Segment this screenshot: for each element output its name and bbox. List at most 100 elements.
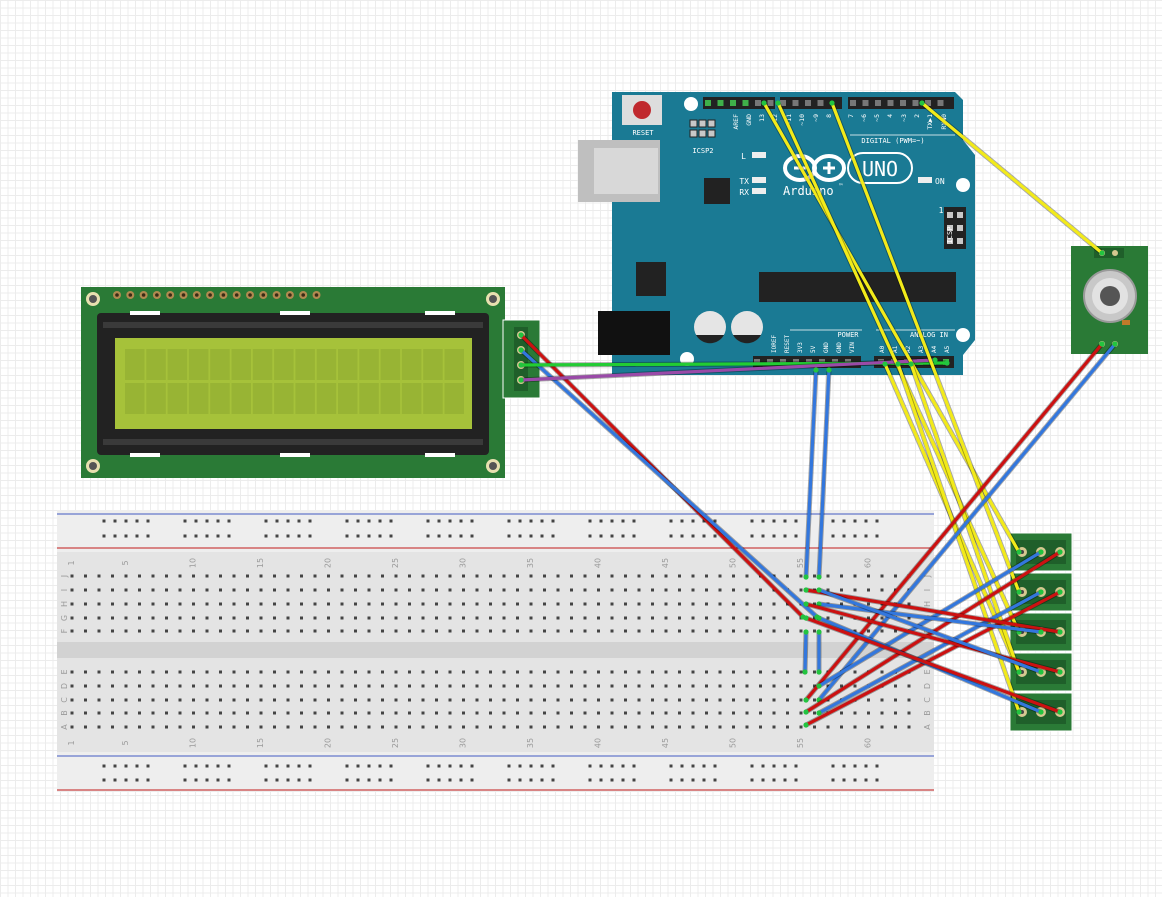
lcd-pin-hole [274, 293, 279, 297]
breadboard-hole [691, 629, 695, 633]
lcd-cell [188, 383, 209, 414]
breadboard-hole [259, 629, 263, 633]
breadboard-hole [826, 574, 830, 578]
breadboard-hole [853, 574, 857, 578]
breadboard-hole [138, 725, 141, 729]
breadboard-hole [761, 534, 765, 538]
breadboard-hole [97, 670, 101, 674]
wire-end [932, 357, 938, 363]
breadboard-hole [518, 778, 522, 782]
breadboard-hole [842, 778, 846, 782]
breadboard-hole [151, 670, 155, 674]
breadboard-hole [637, 670, 641, 674]
breadboard-hole [691, 519, 695, 523]
breadboard-hole [556, 616, 560, 620]
breadboard-hole [462, 684, 465, 688]
wire-red-module-vcc [804, 588, 1062, 634]
wire-end [1016, 669, 1022, 675]
breadboard-hole [421, 711, 425, 715]
breadboard-hole [583, 725, 587, 729]
breadboard-hole [705, 711, 708, 715]
breadboard-hole [610, 574, 614, 578]
breadboard-hole [435, 711, 438, 715]
breadboard-hole [354, 588, 357, 592]
breadboard-hole [273, 574, 276, 578]
lcd-pin-hole [195, 293, 199, 297]
breadboard-hole [275, 764, 279, 768]
lcd-module [81, 287, 541, 478]
breadboard-hole [610, 764, 614, 768]
column-number: 10 [189, 558, 198, 568]
breadboard-hole [470, 764, 474, 768]
breadboard-hole [340, 629, 344, 633]
breadboard-hole [470, 778, 474, 782]
breadboard-hole [516, 725, 519, 729]
breadboard-hole [502, 711, 506, 715]
breadboard-hole [556, 684, 560, 688]
wire-end [1038, 589, 1044, 595]
breadboard-hole [583, 670, 587, 674]
breadboard-hole [772, 711, 776, 715]
breadboard-hole [745, 698, 749, 702]
brand-label: Arduino [783, 184, 834, 198]
breadboard-hole [543, 698, 546, 702]
wire-end [1038, 709, 1044, 715]
wire-red-module-vcc [804, 616, 1062, 714]
breadboard-hole [259, 670, 263, 674]
breadboard-hole [138, 629, 141, 633]
breadboard-hole [356, 519, 360, 523]
wire-end [1016, 589, 1022, 595]
breadboard-hole [745, 670, 749, 674]
breadboard-hole [367, 725, 371, 729]
breadboard-hole [759, 616, 762, 620]
breadboard-hole [183, 764, 187, 768]
breadboard-hole [556, 670, 560, 674]
breadboard-hole [799, 711, 803, 715]
breadboard-hole [502, 684, 506, 688]
breadboard-hole [637, 684, 641, 688]
breadboard-hole [84, 629, 87, 633]
breadboard-hole [813, 670, 816, 674]
breadboard-hole [759, 711, 762, 715]
breadboard-hole [138, 711, 141, 715]
breadboard-hole [597, 574, 600, 578]
lcd-cell [125, 349, 145, 380]
breadboard-hole [421, 698, 425, 702]
breadboard-hole [135, 534, 139, 538]
breadboard-hole [219, 574, 222, 578]
row-letter: C [923, 697, 932, 703]
breadboard-hole [205, 778, 209, 782]
breadboard-hole [907, 616, 911, 620]
breadboard-hole [111, 698, 114, 702]
wire-end [1112, 341, 1118, 347]
breadboard-hole [421, 725, 425, 729]
breadboard-hole [632, 764, 636, 768]
wire-end [816, 669, 822, 675]
breadboard-hole [448, 778, 452, 782]
breadboard-hole [867, 602, 870, 606]
breadboard-hole [448, 602, 452, 606]
breadboard-hole [588, 534, 592, 538]
breadboard-hole [111, 616, 114, 620]
breadboard-hole [70, 670, 74, 674]
breadboard-hole [794, 764, 798, 768]
icsp-pin [957, 238, 963, 244]
breadboard-hole [624, 684, 627, 688]
breadboard-hole [205, 711, 209, 715]
power-pin-label: GND [823, 342, 830, 353]
breadboard-hole [597, 684, 600, 688]
breadboard-hole [165, 670, 168, 674]
breadboard-hole [102, 764, 106, 768]
row-letter: H [60, 601, 69, 607]
breadboard-hole [389, 778, 393, 782]
breadboard-hole [786, 602, 789, 606]
lcd-cell [295, 383, 315, 414]
wire-end [803, 601, 809, 607]
breadboard-hole [610, 534, 614, 538]
breadboard-hole [113, 534, 117, 538]
breadboard-hole [867, 725, 870, 729]
breadboard-hole [192, 574, 195, 578]
icsp-header [944, 207, 966, 249]
breadboard-hole [610, 588, 614, 592]
lcd-cell [231, 349, 251, 380]
